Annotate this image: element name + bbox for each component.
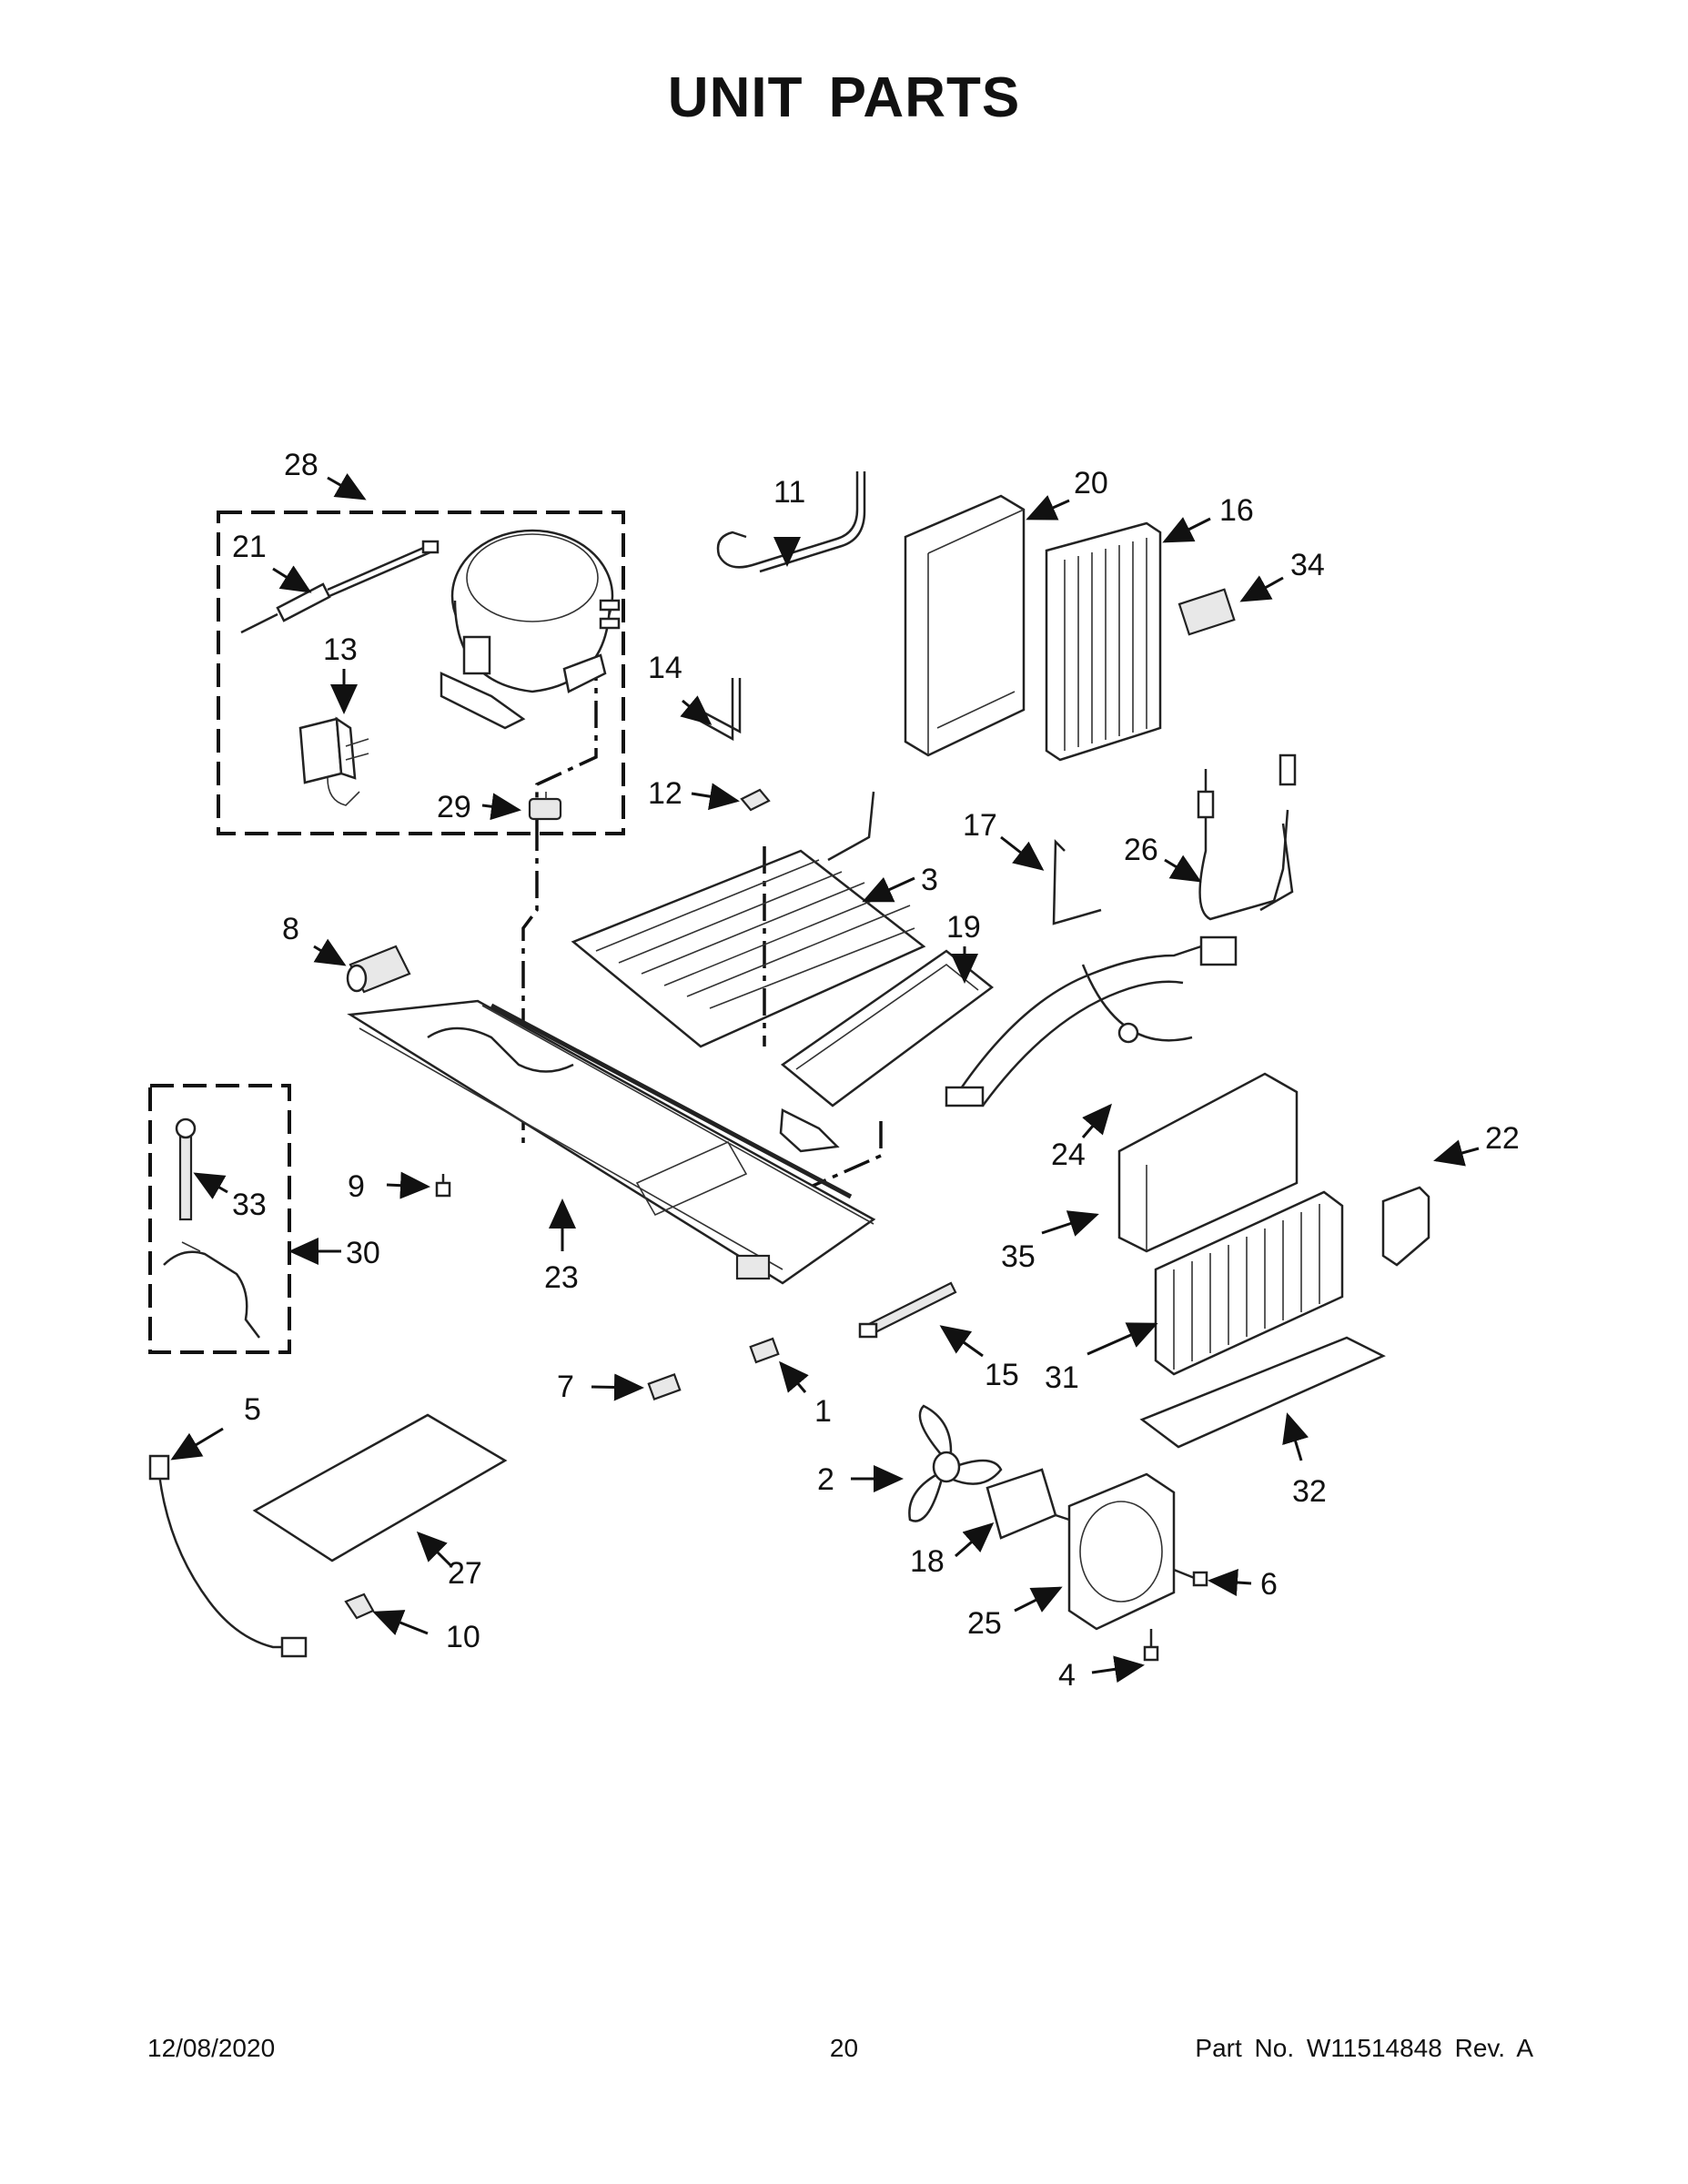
drain-pan-part xyxy=(779,949,995,1153)
fan-shroud-part xyxy=(1067,1472,1176,1631)
condenser-part xyxy=(1154,1190,1344,1376)
capillary-tube-part xyxy=(1197,753,1297,921)
callout-15: 15 xyxy=(985,1358,1019,1392)
callout-labels: 28 21 13 29 11 20 16 34 14 12 3 17 26 19… xyxy=(232,448,1520,1693)
callout-26: 26 xyxy=(1124,833,1158,867)
tube-14-part xyxy=(691,678,742,742)
sleeve-part xyxy=(346,945,411,994)
terminal-pad-part xyxy=(1178,588,1236,636)
callout-32: 32 xyxy=(1292,1474,1327,1509)
callout-4: 4 xyxy=(1058,1658,1076,1693)
callout-13: 13 xyxy=(323,632,358,667)
compressor-part xyxy=(440,529,621,730)
callout-17: 17 xyxy=(963,808,997,843)
defrost-heater-part xyxy=(163,1117,260,1339)
compressor-grommet-part xyxy=(528,792,562,821)
callout-30: 30 xyxy=(346,1236,380,1270)
callout-21: 21 xyxy=(232,530,267,564)
fan-blade-part xyxy=(908,1404,1003,1522)
callout-31: 31 xyxy=(1045,1360,1079,1395)
screw-6-part xyxy=(1173,1568,1208,1587)
callout-28: 28 xyxy=(284,448,318,482)
callout-34: 34 xyxy=(1290,548,1325,582)
callout-35: 35 xyxy=(1001,1239,1036,1274)
callout-22: 22 xyxy=(1485,1121,1520,1156)
callout-29: 29 xyxy=(437,790,471,824)
evaporator-cover-part xyxy=(904,494,1026,757)
air-duct-part xyxy=(1139,1336,1386,1449)
callout-27: 27 xyxy=(448,1556,482,1591)
callout-20: 20 xyxy=(1074,466,1108,500)
callout-3: 3 xyxy=(921,863,938,897)
compressor-kit-group-box xyxy=(217,511,625,835)
callout-9: 9 xyxy=(348,1169,365,1204)
screw-4-part xyxy=(1143,1629,1159,1662)
suction-tube-part xyxy=(716,471,866,573)
tube-17-part xyxy=(1052,839,1102,925)
callout-10: 10 xyxy=(446,1620,480,1654)
callout-33: 33 xyxy=(232,1188,267,1222)
footer-date: 12/08/2020 xyxy=(147,2034,276,2062)
insulation-pad-part xyxy=(252,1413,508,1562)
callout-14: 14 xyxy=(648,651,682,685)
fitting-1-part xyxy=(749,1337,780,1364)
footer-part-number: Part No. W11514848 Rev. A xyxy=(1195,2034,1533,2062)
callout-11: 11 xyxy=(773,475,805,510)
callout-23: 23 xyxy=(544,1260,579,1295)
screw-9-part xyxy=(435,1174,451,1198)
footer-page-number: 20 xyxy=(829,2034,859,2062)
page-title: UNIT PARTS xyxy=(667,66,1021,129)
callout-arrows xyxy=(170,473,1480,1684)
callout-12: 12 xyxy=(648,776,682,811)
callout-25: 25 xyxy=(967,1606,1002,1641)
callout-7: 7 xyxy=(557,1370,574,1404)
callout-16: 16 xyxy=(1219,493,1254,528)
callout-6: 6 xyxy=(1260,1567,1278,1602)
condenser-shroud-part xyxy=(1117,1072,1299,1253)
base-pan-part xyxy=(347,999,876,1285)
callout-1: 1 xyxy=(814,1394,832,1429)
bracket-22-part xyxy=(1381,1186,1430,1267)
callout-5: 5 xyxy=(244,1392,261,1427)
callout-24: 24 xyxy=(1051,1138,1086,1172)
condenser-coil-part xyxy=(571,791,926,1048)
callout-2: 2 xyxy=(817,1462,834,1497)
evaporator-part xyxy=(1045,521,1162,762)
assembly-line-compressor xyxy=(521,653,598,1147)
wire-harness-part xyxy=(945,935,1238,1107)
cable-tie-part xyxy=(858,1281,957,1339)
callout-18: 18 xyxy=(910,1544,945,1579)
power-cord-part xyxy=(148,1454,308,1658)
callout-8: 8 xyxy=(282,912,299,946)
fitting-7-part xyxy=(647,1373,682,1400)
clip-12-part xyxy=(740,788,771,812)
callout-19: 19 xyxy=(946,910,981,945)
foot-10-part xyxy=(344,1592,375,1620)
defrost-heater-group-box xyxy=(148,1084,291,1354)
start-relay-part xyxy=(298,716,369,806)
filter-drier-part xyxy=(240,540,440,634)
